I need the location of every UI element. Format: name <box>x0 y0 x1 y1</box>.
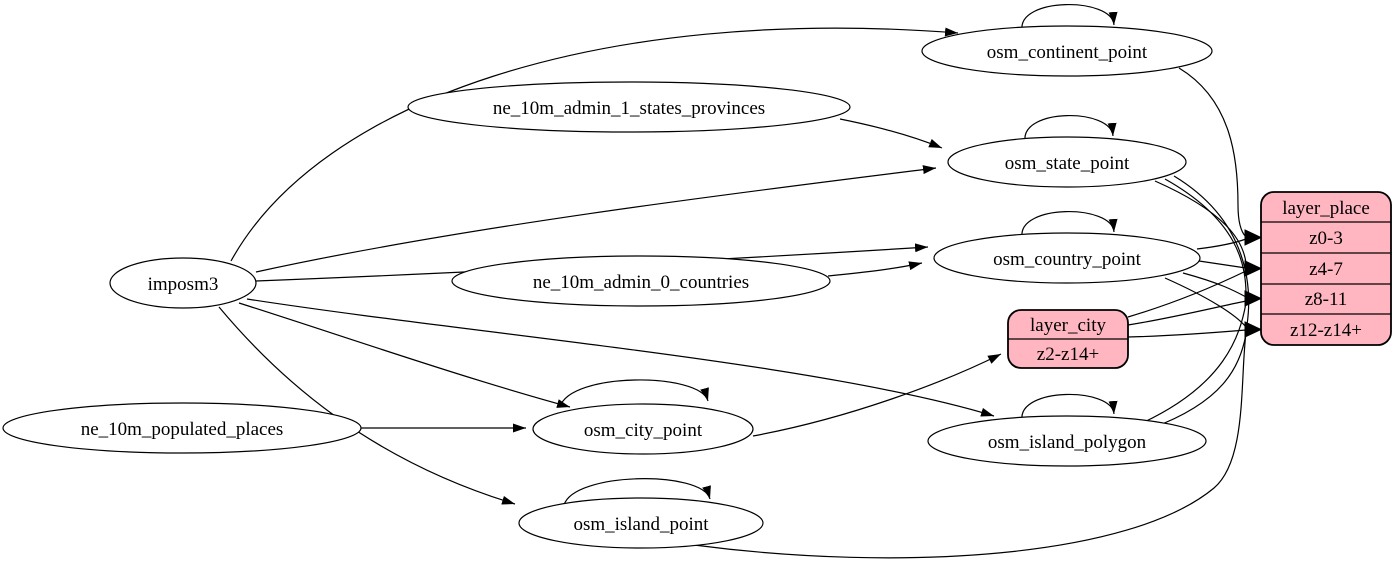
edge-ne_10m_admin_1_states_provinces-osm_state_point <box>839 118 943 149</box>
node-ne_10m_admin_1_states_provinces-shape <box>407 81 851 133</box>
record-layer_place-row-z12-z14: z12-z14+ <box>1290 320 1362 341</box>
edge-osm_island_point-layer_place-z12-z14 <box>693 332 1247 559</box>
node-ne_10m_populated_places-shape <box>2 402 362 454</box>
node-ne_10m_admin_0_countries-label: ne_10m_admin_0_countries <box>533 272 749 293</box>
edge-layer_city-layer_place-z4-7 <box>1127 270 1247 318</box>
record-layer_place-title: layer_place <box>1282 198 1370 219</box>
node-osm_island_point-shape <box>518 497 764 549</box>
node-osm_continent_point-label: osm_continent_point <box>987 42 1148 63</box>
edge-osm_city_point-layer_city-z2-z14 <box>752 353 1002 437</box>
record-layer_place: layer_place z0-3 z4-7 z8-11 z12-z14+ <box>1260 191 1392 346</box>
node-osm_island_polygon: osm_island_polygon <box>927 415 1207 467</box>
edge-osm_country_point-layer_place-z0-3 <box>1196 238 1247 250</box>
node-osm_country_point-label: osm_country_point <box>993 249 1141 270</box>
edge-selfloop-osm_city_point <box>559 379 709 408</box>
node-osm_country_point-shape <box>933 232 1201 284</box>
node-osm_state_point-label: osm_state_point <box>1005 153 1130 174</box>
edge-selfloop-osm_island_polygon <box>1021 393 1118 421</box>
node-osm_country_point: osm_country_point <box>933 232 1201 284</box>
nodes-group: imposm3 ne_10m_admin_1_states_provinces … <box>2 25 1213 549</box>
edge-osm_continent_point-layer_place-z0-3 <box>1178 67 1247 238</box>
node-imposm3-label: imposm3 <box>148 274 219 295</box>
node-osm_city_point-shape <box>532 403 754 455</box>
node-osm_island_point: osm_island_point <box>518 497 764 549</box>
edge-osm_island_polygon-layer_place-z12-z14 <box>1151 333 1247 429</box>
node-ne_10m_admin_0_countries-shape <box>451 255 831 307</box>
edge-imposm3-osm_island_polygon <box>246 298 995 417</box>
record-layer_place-row-z4-7: z4-7 <box>1309 259 1343 280</box>
node-osm_state_point: osm_state_point <box>947 136 1187 188</box>
node-ne_10m_populated_places-label: ne_10m_populated_places <box>81 419 284 440</box>
record-layer_city-row-z2-z14: z2-z14+ <box>1037 344 1099 365</box>
node-osm_city_point: osm_city_point <box>532 403 754 455</box>
node-imposm3: imposm3 <box>109 257 257 309</box>
edge-osm_country_point-layer_place-z12-z14 <box>1164 277 1247 328</box>
node-osm_island_point-label: osm_island_point <box>573 514 709 535</box>
record-layer_city: layer_city z2-z14+ <box>1007 309 1129 369</box>
record-layer_place-row-z0-3: z0-3 <box>1309 228 1343 249</box>
edge-selfloop-osm_island_point <box>563 478 711 506</box>
node-imposm3-shape <box>109 257 257 309</box>
edge-osm_state_point-layer_place-z12-z14 <box>1173 175 1250 326</box>
edge-selfloop-osm_continent_point <box>1021 4 1118 31</box>
record-layer_place-shape <box>1260 191 1392 346</box>
edge-imposm3-osm_city_point <box>238 302 571 408</box>
arrowhead-layer_place-z12-z14 <box>1244 321 1263 338</box>
edge-layer_city-layer_place-z12-z14 <box>1127 329 1247 338</box>
arrowhead-layer_place-z4-7 <box>1244 260 1263 277</box>
edge-osm_state_point-layer_place-z8-11 <box>1164 178 1247 295</box>
node-osm_state_point-shape <box>947 136 1187 188</box>
edge-layer_city-layer_place-z8-11 <box>1127 300 1247 326</box>
edge-selfloop-osm_country_point <box>1021 211 1118 238</box>
node-osm_city_point-label: osm_city_point <box>584 420 703 441</box>
edge-ne_10m_admin_0_countries-osm_country_point <box>827 261 923 277</box>
node-osm_island_polygon-shape <box>927 415 1207 467</box>
node-osm_continent_point: osm_continent_point <box>921 25 1213 77</box>
node-ne_10m_admin_1_states_provinces: ne_10m_admin_1_states_provinces <box>407 81 851 133</box>
arrowhead-layer_place-z8-11 <box>1244 290 1263 307</box>
node-ne_10m_populated_places: ne_10m_populated_places <box>2 402 362 454</box>
record-layer_city-title: layer_city <box>1030 315 1106 336</box>
edge-osm_state_point-layer_place-z4-7 <box>1154 180 1247 264</box>
edge-osm_island_polygon-layer_place-z8-11 <box>1139 302 1247 425</box>
edge-selfloop-osm_state_point <box>1024 115 1117 142</box>
record-layer_place-row-z8-11: z8-11 <box>1305 289 1348 310</box>
edge-osm_country_point-layer_place-z4-7 <box>1198 260 1247 269</box>
arrowhead-layer_place-z0-3 <box>1244 229 1263 246</box>
node-osm_island_polygon-label: osm_island_polygon <box>988 432 1147 453</box>
edge-imposm3-osm_state_point <box>255 165 937 273</box>
edge-osm_country_point-layer_place-z8-11 <box>1182 272 1247 298</box>
node-osm_continent_point-shape <box>921 25 1213 77</box>
node-ne_10m_admin_1_states_provinces-label: ne_10m_admin_1_states_provinces <box>493 98 765 119</box>
edge-imposm3-osm_continent_point <box>230 27 959 262</box>
node-ne_10m_admin_0_countries: ne_10m_admin_0_countries <box>451 255 831 307</box>
